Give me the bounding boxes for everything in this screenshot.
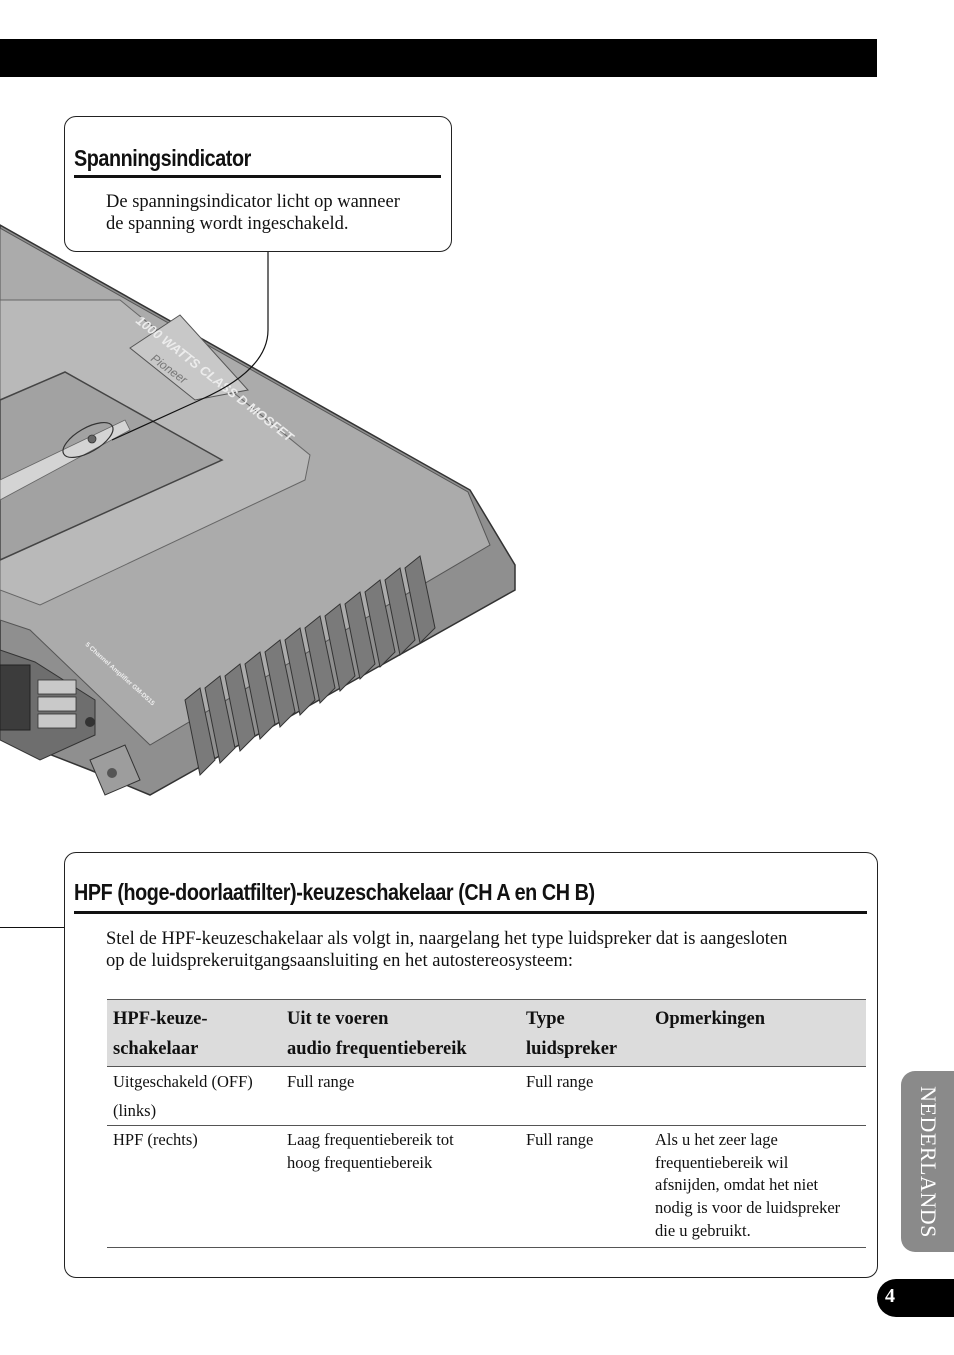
cell-switch: HPF (rechts)	[107, 1125, 281, 1248]
column-header-remarks: Opmerkingen	[649, 999, 866, 1067]
amplifier-inner-panel	[0, 371, 224, 561]
cell-frequency-range: Laag frequentiebereik tot hoog frequenti…	[281, 1125, 520, 1248]
page-number-tab: 4	[877, 1279, 954, 1317]
heading-rule	[74, 175, 441, 178]
fuse-2	[37, 696, 77, 712]
terminal-screw	[85, 717, 95, 727]
power-indicator-description: De spanningsindicator licht op wanneer d…	[106, 191, 446, 235]
section-heading-hpf: HPF (hoge-doorlaatfilter)-keuzeschakelaa…	[74, 879, 595, 905]
hpf-description: Stel de HPF-keuzeschakelaar als volgt in…	[106, 928, 876, 972]
cell-speaker-type: Full range	[520, 1125, 649, 1248]
cell-switch: Uitgeschakeld (OFF) (links)	[107, 1066, 281, 1126]
indicator-stripe	[0, 419, 131, 501]
amplifier-badge	[129, 314, 249, 401]
description-line: op de luidsprekeruitgangsaansluiting en …	[106, 951, 574, 971]
power-indicator-highlight	[62, 421, 114, 459]
callout-leader-line	[111, 250, 269, 441]
description-line: De spanningsindicator licht op wanneer	[106, 192, 400, 212]
language-tab-label: NEDERLANDS	[915, 1085, 941, 1238]
power-indicator-callout: Spanningsindicator De spanningsindicator…	[64, 116, 452, 252]
column-header-switch: HPF-keuze- schakelaar	[107, 999, 281, 1067]
callout-connector-line	[0, 927, 64, 929]
table-header-row: HPF-keuze- schakelaar Uit te voeren audi…	[107, 999, 866, 1067]
cell-frequency-range: Full range	[281, 1066, 520, 1126]
hpf-settings-table: HPF-keuze- schakelaar Uit te voeren audi…	[107, 999, 866, 1248]
fuse-1	[37, 679, 77, 695]
hpf-switch-section: HPF (hoge-doorlaatfilter)-keuzeschakelaa…	[64, 852, 878, 1278]
mounting-screw	[107, 768, 117, 778]
cell-remarks: Als u het zeer lage frequentiebereik wil…	[649, 1125, 866, 1248]
cell-remarks	[649, 1066, 866, 1126]
section-heading-power-indicator: Spanningsindicator	[74, 145, 251, 171]
power-terminal	[0, 664, 31, 731]
cell-speaker-type: Full range	[520, 1066, 649, 1126]
header-bar	[0, 39, 877, 77]
description-line: de spanning wordt ingeschakeld.	[106, 214, 349, 234]
column-header-frequency-range: Uit te voeren audio frequentiebereik	[281, 999, 520, 1067]
language-tab: NEDERLANDS	[901, 1071, 954, 1252]
table-row: HPF (rechts) Laag frequentiebereik tot h…	[107, 1125, 866, 1248]
power-indicator-led	[87, 434, 97, 444]
heatsink-fins	[184, 555, 436, 777]
fuse-3	[37, 713, 77, 729]
heading-rule	[74, 911, 867, 914]
page-number: 4	[885, 1285, 895, 1307]
table-row: Uitgeschakeld (OFF) (links) Full range F…	[107, 1066, 866, 1126]
column-header-speaker-type: Type luidspreker	[520, 999, 649, 1067]
description-line: Stel de HPF-keuzeschakelaar als volgt in…	[106, 929, 788, 949]
